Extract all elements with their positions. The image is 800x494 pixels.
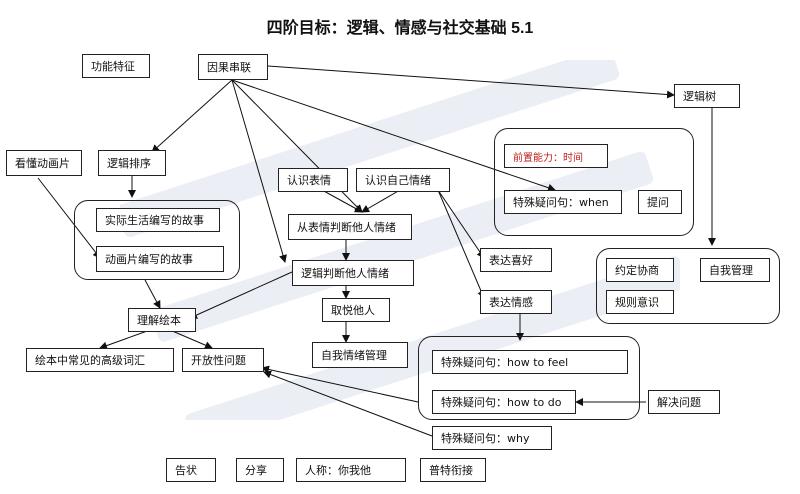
node-jiejue: 解决问题 — [648, 390, 720, 414]
node-yueding: 约定协商 — [606, 258, 674, 282]
node-kaifang: 开放性问题 — [182, 348, 264, 372]
node-cihui: 绘本中常见的高级词汇 — [26, 348, 174, 372]
node-qianzhi: 前置能力：时间 — [504, 144, 608, 168]
time-group — [494, 128, 694, 236]
node-quyue: 取悦他人 — [322, 298, 390, 322]
node-when: 特殊疑问句：when — [504, 190, 622, 214]
node-tiwen: 提问 — [638, 190, 682, 214]
node-biaoda-xihao: 表达喜好 — [480, 248, 552, 272]
node-shiji: 实际生活编写的故事 — [96, 208, 220, 232]
edge-yinguo-luojishu — [267, 65, 675, 99]
node-gaozhuang: 告状 — [166, 458, 216, 482]
edge-ziji-qinggan — [437, 189, 485, 299]
node-biaoqing-panduan: 从表情判断他人情绪 — [288, 214, 412, 240]
node-howfeel: 特殊疑问句：how to feel — [432, 350, 628, 374]
prereq-label: 前置能力：时间 — [513, 152, 583, 164]
node-lijie: 理解绘本 — [128, 308, 196, 332]
node-luojipaixu: 逻辑排序 — [98, 150, 166, 176]
story-group — [74, 200, 240, 280]
edge-yinguo-luojipanduan — [231, 79, 287, 263]
node-biaoda-qinggan: 表达情感 — [480, 290, 552, 314]
node-ziwo-qingxu: 自我情绪管理 — [312, 342, 408, 368]
edge-why-kaifang — [263, 370, 433, 437]
edge-yinguo-luojipaixu — [151, 79, 233, 153]
edge-ziji-xihao — [437, 189, 485, 259]
edge-lijie-kaifang — [169, 329, 213, 349]
edge-group-lijie — [144, 279, 161, 309]
node-howdo: 特殊疑问句：how to do — [432, 390, 576, 414]
node-kandong: 看懂动画片 — [6, 150, 82, 176]
node-donghua: 动画片编写的故事 — [96, 246, 224, 272]
edge-howgroup-kaifang — [261, 365, 419, 403]
page-title: 四阶目标：逻辑、情感与社交基础 5.1 — [266, 20, 534, 37]
edge-biaoqing-panduan — [321, 189, 363, 213]
rules-group — [596, 248, 780, 324]
node-luoji-panduan: 逻辑判断他人情绪 — [292, 260, 414, 286]
edge-ziji-panduan — [361, 189, 401, 213]
edge-lijie-cihui — [99, 329, 151, 350]
node-putong: 普特衔接 — [420, 458, 486, 482]
node-why: 特殊疑问句：why — [432, 426, 552, 450]
node-renshi-ziji: 认识自己情绪 — [356, 168, 450, 192]
node-gongneng: 功能特征 — [82, 54, 150, 78]
node-renshi-biaoqing: 认识表情 — [278, 168, 348, 192]
node-fenxiang: 分享 — [236, 458, 284, 482]
node-ziwo-guanli: 自我管理 — [700, 258, 770, 282]
node-guize: 规则意识 — [606, 290, 674, 314]
edge-yinguo-when — [231, 79, 556, 192]
edge-luoji-lijie — [189, 271, 293, 319]
node-yinguo: 因果串联 — [198, 54, 268, 80]
edge-kandong-donghua — [37, 177, 101, 259]
howto-group — [418, 336, 640, 420]
node-renchen: 人称：你我他 — [296, 458, 406, 482]
node-luojishu: 逻辑树 — [674, 84, 740, 108]
